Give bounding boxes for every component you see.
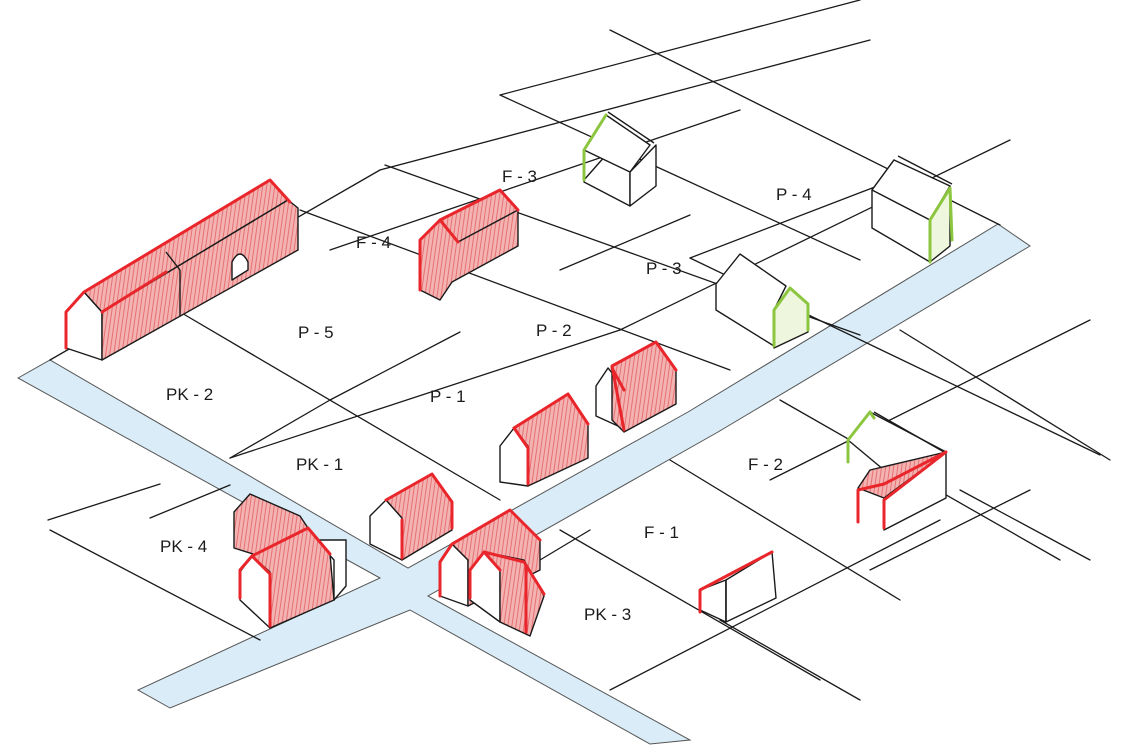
plot-labels: F - 3 F - 4 P - 4 P - 3 P - 5 P - 2 PK -… [160, 167, 812, 624]
plot-label-p1: P - 1 [430, 387, 466, 406]
plot-label-p5: P - 5 [298, 323, 334, 342]
plot-label-pk4: PK - 4 [160, 537, 207, 556]
house-f3 [582, 111, 657, 207]
long-barn [64, 178, 299, 361]
plot-label-pk1: PK - 1 [296, 455, 343, 474]
house-p3 [715, 253, 810, 349]
plot-label-f4: F - 4 [356, 233, 391, 252]
plot-boundaries [47, 0, 1111, 701]
building-f1 [698, 550, 777, 623]
house-f4 [418, 188, 520, 301]
plot-label-f3: F - 3 [502, 167, 537, 186]
plot-label-pk2: PK - 2 [166, 385, 213, 404]
plot-label-p3: P - 3 [646, 259, 682, 278]
plot-label-p4: P - 4 [776, 185, 812, 204]
houses-pk4 [233, 493, 347, 629]
house-p1 [499, 392, 590, 487]
plot-label-pk3: PK - 3 [584, 605, 631, 624]
plot-label-f2: F - 2 [748, 455, 783, 474]
buildings [64, 111, 954, 637]
houses-pk3 [438, 508, 546, 637]
plot-label-p2: P - 2 [536, 321, 572, 340]
house-pk1 [369, 472, 454, 561]
house-p4 [871, 155, 954, 264]
plot-label-f1: F - 1 [644, 523, 679, 542]
building-f2 [846, 410, 948, 531]
house-p2 [595, 340, 678, 433]
